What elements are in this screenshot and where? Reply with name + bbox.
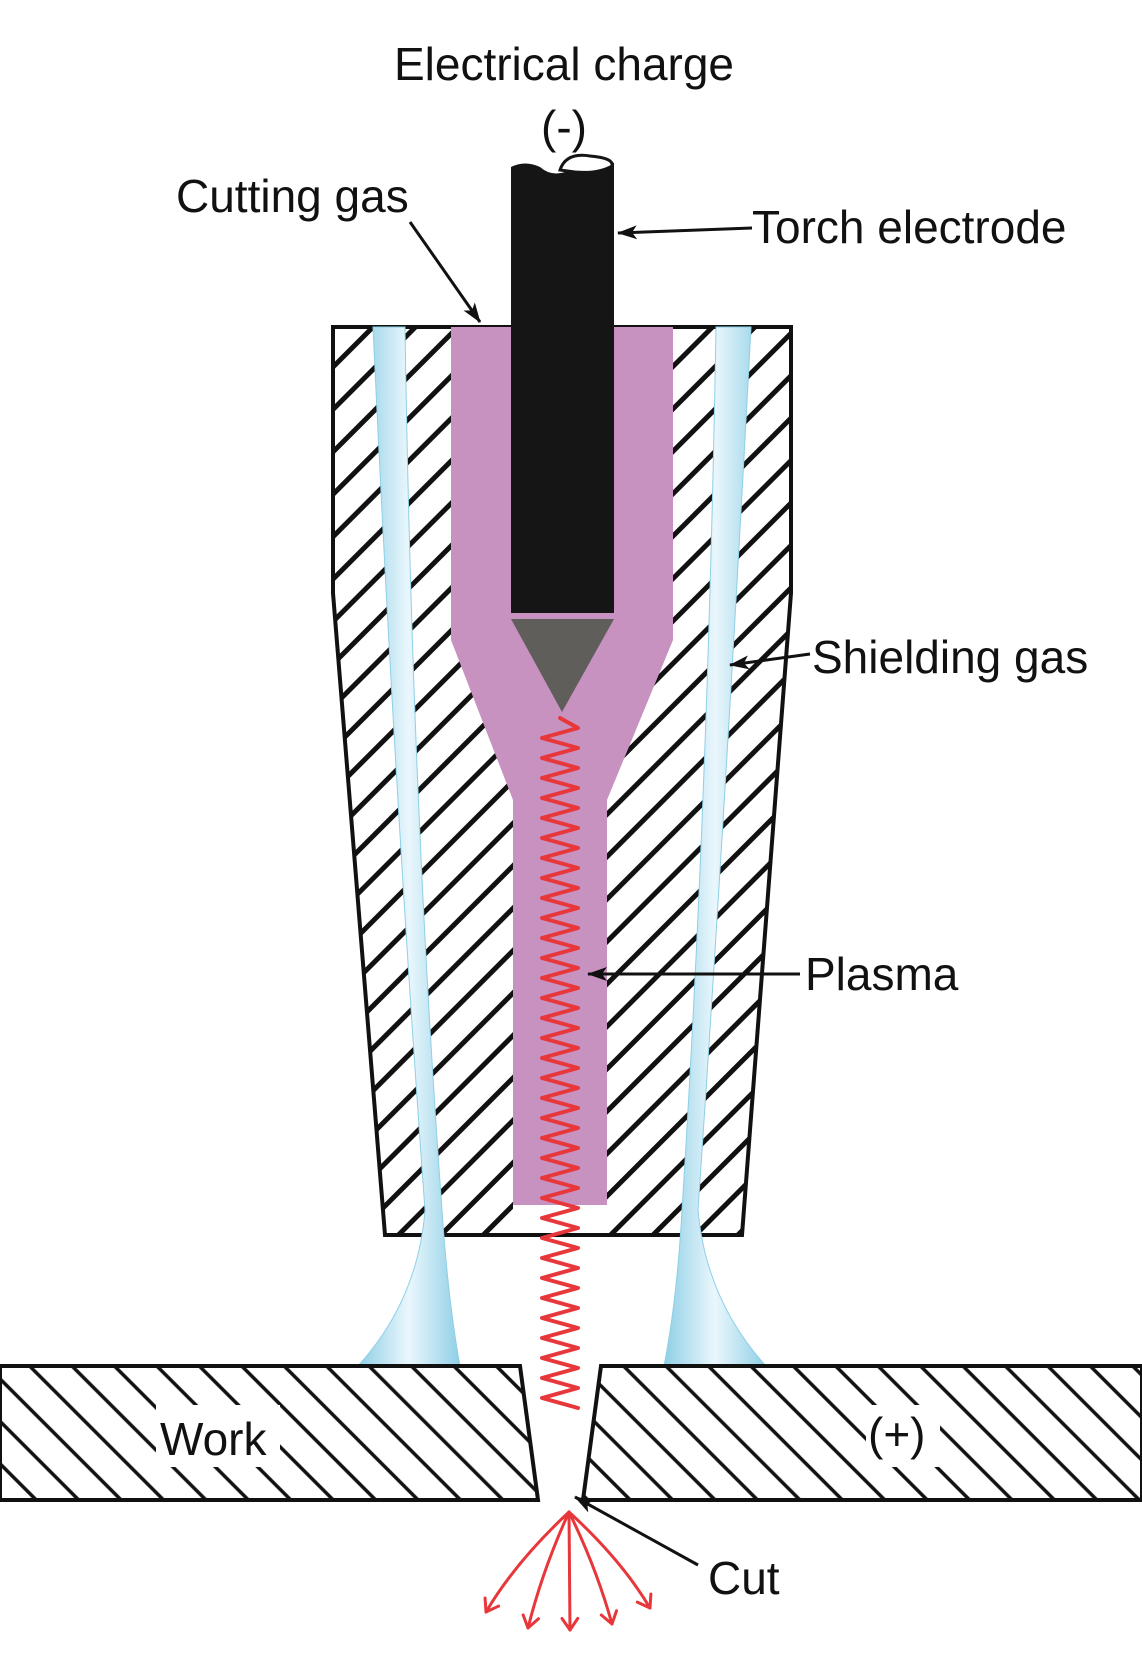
cable-end-icon bbox=[558, 153, 614, 174]
spark-arrowhead bbox=[483, 1596, 501, 1614]
electrical-charge-label: Electrical charge bbox=[394, 38, 734, 90]
plasma-arc bbox=[540, 716, 580, 1410]
spark-arrows-icon bbox=[483, 1510, 653, 1632]
torch-electrode bbox=[511, 157, 614, 613]
cut-label: Cut bbox=[708, 1552, 780, 1604]
torch-electrode-label: Torch electrode bbox=[752, 201, 1067, 253]
spark-stream bbox=[567, 1510, 652, 1610]
work-label: Work bbox=[160, 1413, 267, 1465]
electrode-tip bbox=[511, 619, 614, 712]
shielding-gas-arrow bbox=[729, 652, 811, 670]
workpiece-right bbox=[580, 1364, 1142, 1502]
spark-arrowhead bbox=[599, 1609, 619, 1626]
positive-label-bg bbox=[866, 1405, 940, 1467]
spark-arrowhead bbox=[521, 1613, 540, 1630]
spark-stream bbox=[526, 1510, 571, 1630]
cutting-gas-arrow bbox=[408, 221, 482, 323]
positive-charge-label: (+) bbox=[868, 1408, 926, 1460]
spark-arrowhead bbox=[560, 1616, 580, 1632]
spark-stream bbox=[567, 1510, 572, 1632]
spark-stream bbox=[567, 1510, 614, 1626]
cutting-gas-label: Cutting gas bbox=[176, 170, 409, 222]
nozzle-orifice bbox=[513, 1205, 607, 1235]
spark-arrowhead bbox=[635, 1592, 653, 1610]
negative-charge-label: (-) bbox=[541, 101, 587, 153]
shielding-gas-label: Shielding gas bbox=[812, 631, 1088, 683]
cutting-gas-chamber bbox=[451, 327, 673, 1205]
torch-electrode-arrow bbox=[617, 225, 753, 240]
cut-arrow bbox=[574, 1495, 699, 1567]
spark-stream bbox=[484, 1510, 571, 1614]
work-label-bg bbox=[156, 1405, 280, 1467]
plasma-label: Plasma bbox=[805, 948, 959, 1000]
